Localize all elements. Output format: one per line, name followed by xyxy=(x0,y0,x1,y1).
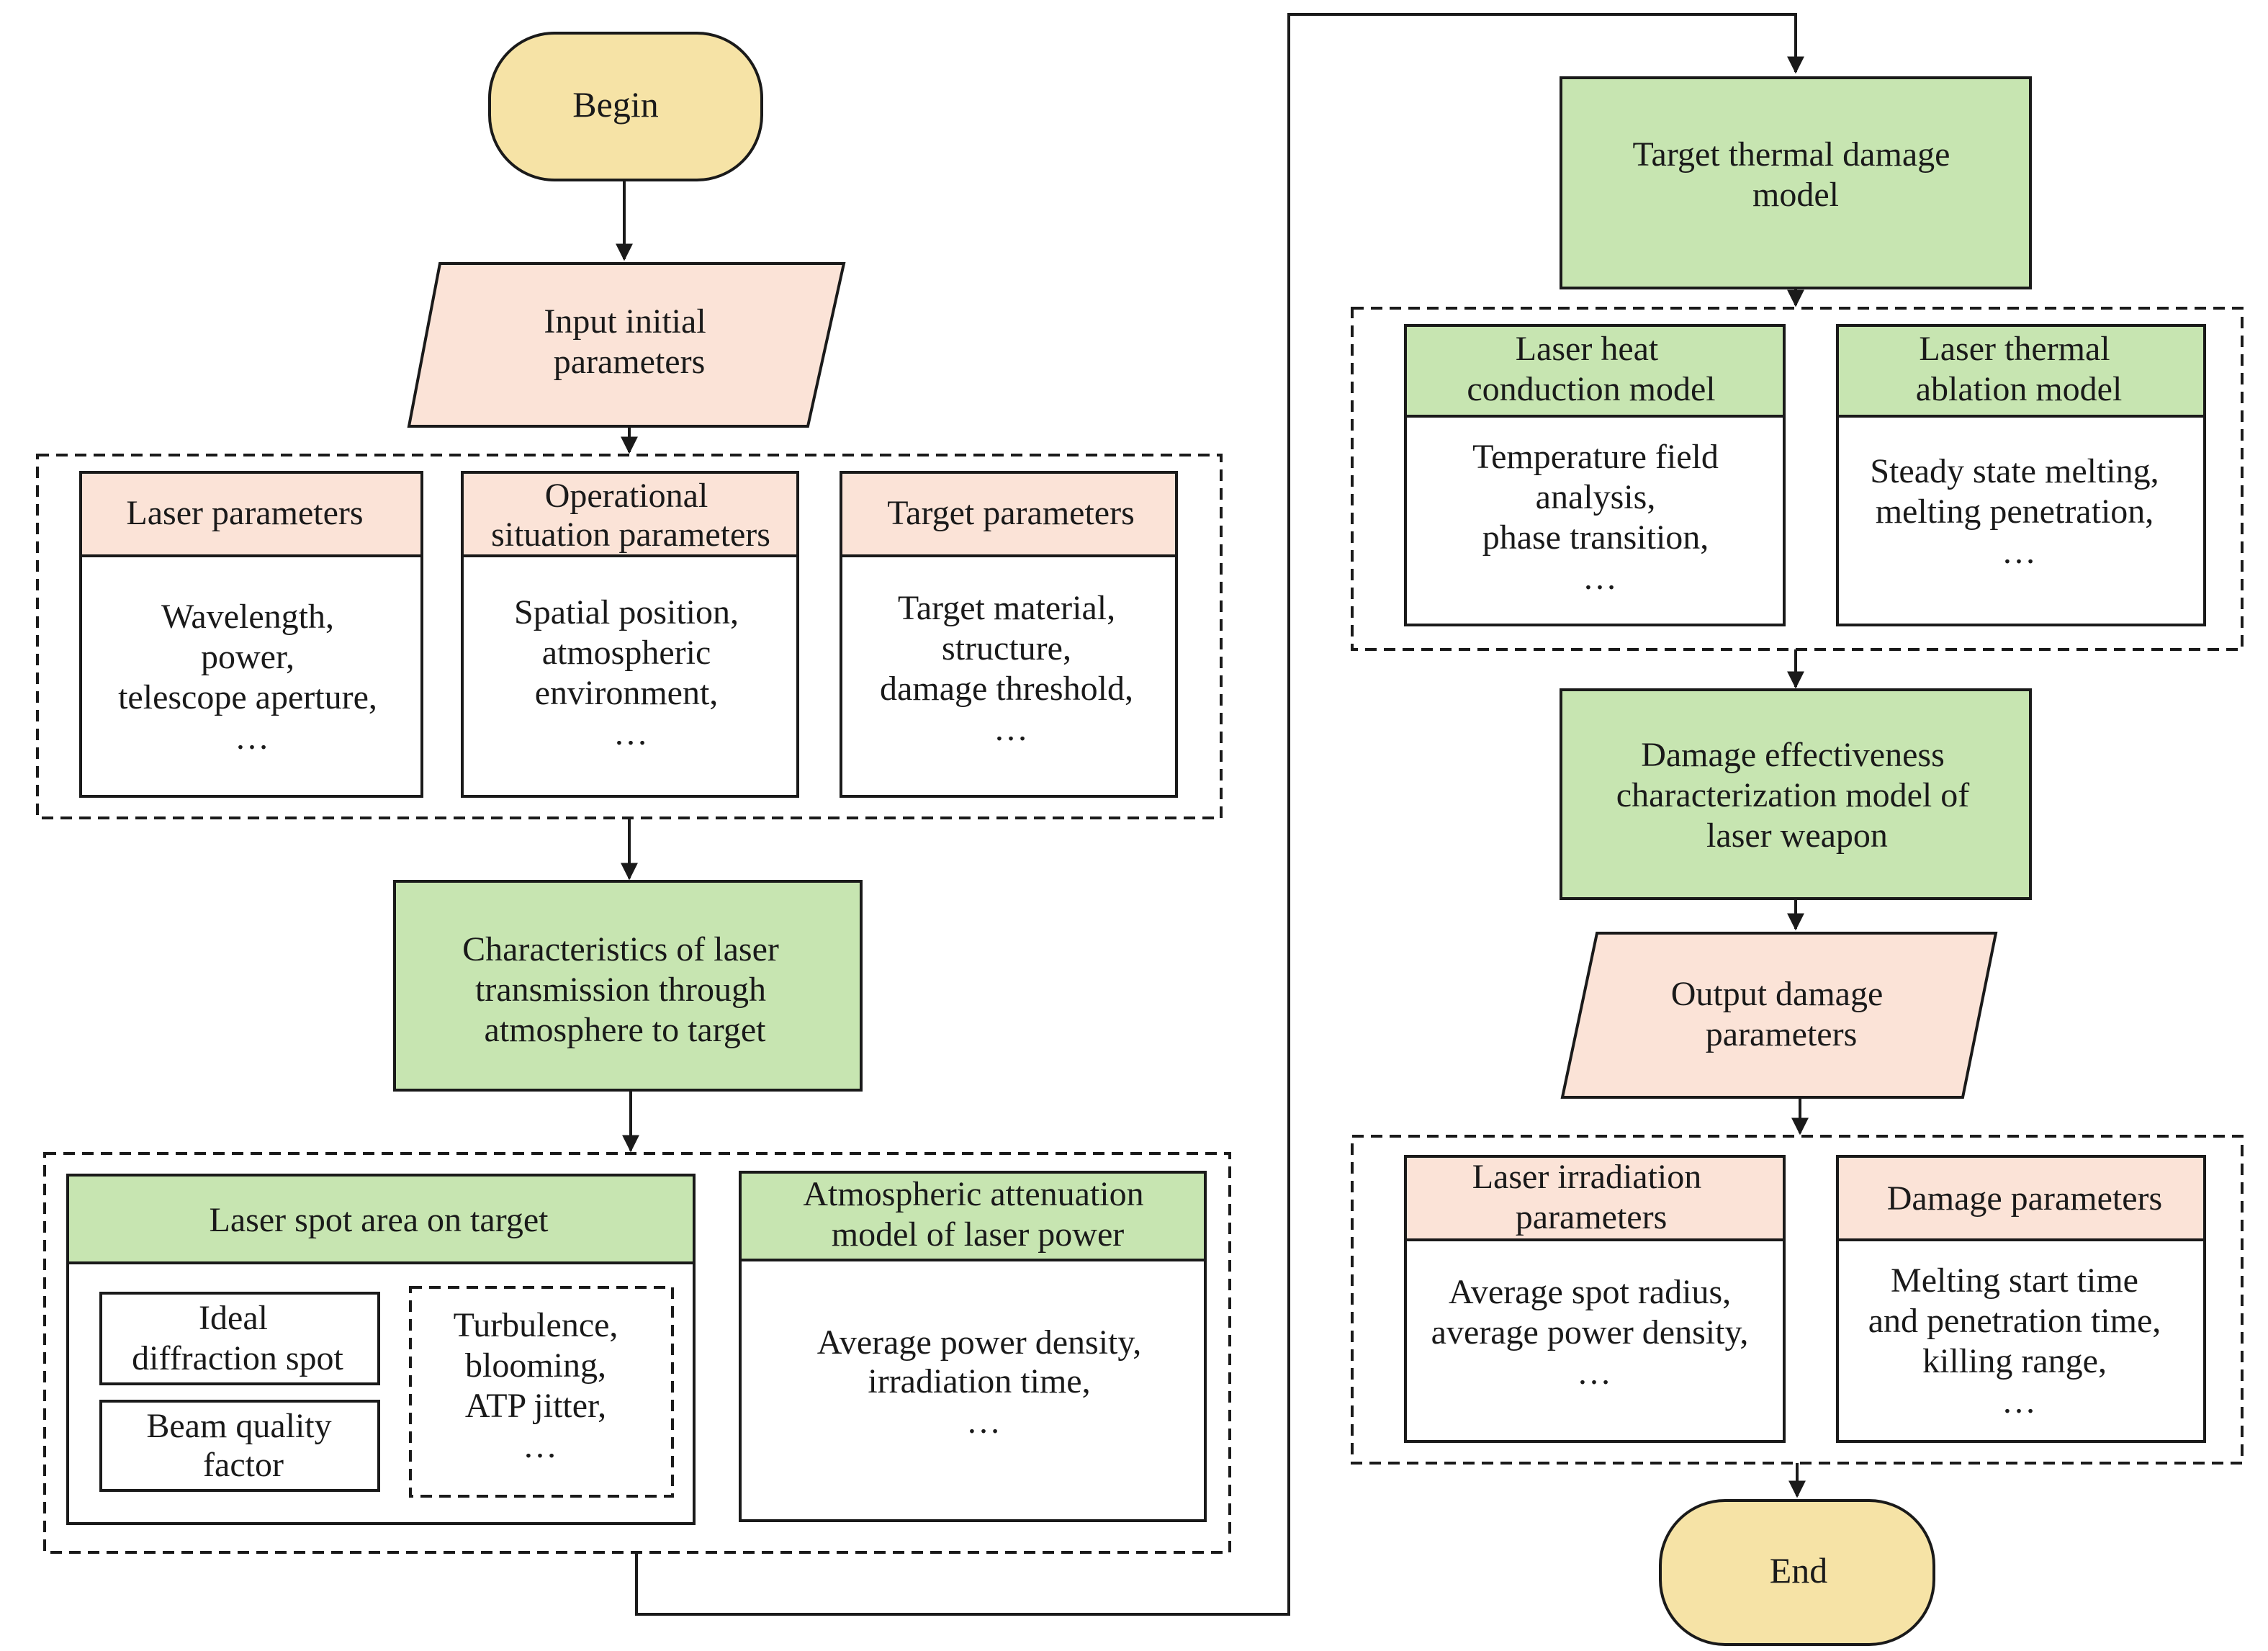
damage-parameters-text: Melting start time and penetration time,… xyxy=(1868,1261,2170,1421)
input-label: Input initial parameters xyxy=(544,302,714,381)
operational-parameters-text: Spatial position, atmospheric environmen… xyxy=(514,593,747,752)
irradiation-title: Laser irradiation parameters xyxy=(1472,1158,1711,1236)
irradiation-body xyxy=(1404,1238,1786,1443)
effectiveness-model xyxy=(1560,688,2032,900)
thermal-damage-model xyxy=(1560,76,2032,289)
attenuation-header xyxy=(739,1171,1207,1261)
beam-quality-label: Beam quality factor xyxy=(146,1407,340,1484)
operational-parameters-body xyxy=(461,554,799,798)
operational-parameters-title: Operational situation parameters xyxy=(491,477,770,554)
ablation-title: Laser thermal ablation model xyxy=(1916,330,2123,408)
attenuation-title: Atmospheric attenuation model of laser p… xyxy=(803,1175,1152,1254)
irradiation-text: Average spot radius, average power densi… xyxy=(1431,1273,1758,1392)
damage-parameters-body xyxy=(1836,1238,2206,1443)
laser-parameters-body xyxy=(79,554,423,798)
target-parameters-body xyxy=(840,554,1178,798)
turbulence-label: Turbulence, blooming, ATP jitter, … xyxy=(454,1306,627,1465)
output-parallelogram xyxy=(1560,932,1998,1099)
laser-parameters-header xyxy=(79,471,423,557)
begin-label: Begin xyxy=(572,84,658,125)
output-group xyxy=(1351,1135,2244,1465)
effectiveness-label: Damage effectiveness characterization mo… xyxy=(1616,736,1978,855)
ideal-diffraction-label: Ideal diffraction spot xyxy=(132,1299,343,1377)
beam-quality-box xyxy=(99,1400,380,1492)
heat-conduction-title: Laser heat conduction model xyxy=(1467,330,1715,408)
laser-spot-title: Laser spot area on target xyxy=(210,1201,549,1239)
output-label: Output damage parameters xyxy=(1671,975,1892,1053)
laser-parameters-title: Laser parameters xyxy=(126,494,363,532)
operational-parameters-header xyxy=(461,471,799,557)
heat-conduction-body xyxy=(1404,415,1786,626)
input-parallelogram xyxy=(407,262,846,428)
attenuation-body xyxy=(739,1259,1207,1522)
target-parameters-header xyxy=(840,471,1178,557)
turbulence-group xyxy=(409,1286,674,1498)
damage-parameters-title: Damage parameters xyxy=(1887,1179,2162,1218)
ablation-body xyxy=(1836,415,2206,626)
irradiation-header xyxy=(1404,1155,1786,1241)
laser-parameters-text: Wavelength, power, telescope aperture, … xyxy=(118,598,386,757)
ideal-diffraction-box xyxy=(99,1292,380,1385)
attenuation-text: Average power density, irradiation time,… xyxy=(817,1323,1151,1441)
transmission-process xyxy=(393,880,863,1092)
target-parameters-title: Target parameters xyxy=(887,494,1135,532)
end-terminal xyxy=(1659,1499,1935,1646)
target-parameters-text: Target material, structure, damage thres… xyxy=(880,589,1142,748)
ablation-text: Steady state melting, melting penetratio… xyxy=(1870,452,2167,571)
end-label: End xyxy=(1770,1550,1828,1591)
connector-left-to-right xyxy=(635,13,1804,1616)
damage-parameters-header xyxy=(1836,1155,2206,1241)
thermal-damage-label: Target thermal damage model xyxy=(1633,135,1959,214)
transmission-label: Characteristics of laser transmission th… xyxy=(462,930,788,1049)
heat-conduction-text: Temperature field analysis, phase transi… xyxy=(1472,438,1727,597)
laser-spot-header xyxy=(66,1174,696,1264)
